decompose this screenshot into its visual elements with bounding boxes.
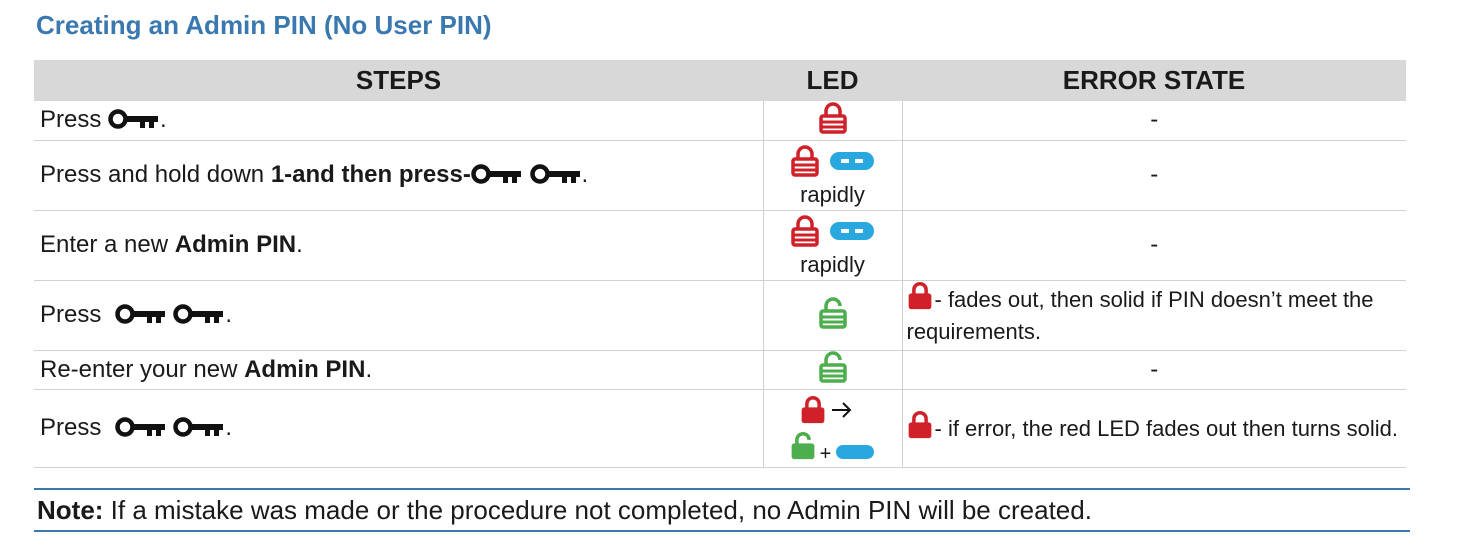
table-row: Press . - fades out, then solid if PIN d… (34, 280, 1406, 351)
step-text-end: . (225, 301, 233, 328)
step-text-bold: Admin PIN (244, 355, 366, 383)
red-lock-icon (800, 396, 826, 424)
step-text-end: . (225, 414, 233, 441)
note-text: If a mistake was made or the procedure n… (103, 495, 1092, 525)
key-icon (530, 162, 582, 186)
table-row: Press and hold down 1-and then press- . … (34, 140, 1406, 211)
note-label: Note: (37, 495, 104, 525)
led-cell (762, 101, 902, 141)
step-cell: Press . (34, 101, 763, 141)
step-cell: Re-enter your new Admin PIN. (34, 350, 763, 390)
red-lock-icon (907, 411, 933, 439)
step-cell: Press and hold down 1-and then press- . (34, 140, 763, 211)
step-text: Re-enter your new (40, 355, 245, 383)
steps-table: STEPS LED ERROR STATE Press . - Press an… (34, 60, 1406, 468)
step-text: Enter a new (40, 231, 175, 258)
table-row: Press . - (34, 101, 1406, 141)
green-lock-icon (819, 351, 847, 383)
step-cell: Press . (34, 389, 763, 468)
led-cell (762, 350, 902, 390)
red-lock-icon (907, 282, 933, 310)
error-cell: - (901, 210, 1406, 281)
step-text-end: . (365, 355, 373, 383)
led-cell (762, 280, 902, 351)
table-row: Press . + (34, 389, 1406, 468)
key-icon (115, 415, 167, 439)
green-lock-icon (819, 297, 847, 329)
error-text: - if error, the red LED fades out then t… (934, 416, 1398, 441)
blue-led-icon (835, 444, 875, 460)
led-cell: + (762, 389, 902, 468)
error-cell: - fades out, then solid if PIN doesn’t m… (901, 280, 1406, 351)
plus-sign: + (819, 442, 832, 465)
header-steps: STEPS (34, 60, 763, 101)
error-cell: - (901, 140, 1406, 211)
led-caption: rapidly (800, 251, 865, 277)
error-cell: - (901, 101, 1406, 141)
error-cell: - if error, the red LED fades out then t… (901, 389, 1406, 468)
key-icon (173, 302, 225, 326)
step-text-end: . (160, 106, 167, 134)
step-text-bold: Admin PIN (174, 231, 297, 258)
note-box: Note: If a mistake was made or the proce… (34, 488, 1410, 532)
led-caption: rapidly (800, 181, 865, 207)
header-led: LED (763, 60, 902, 101)
blue-led-icon (829, 151, 875, 171)
step-text-end: . (296, 231, 303, 258)
table-header-row: STEPS LED ERROR STATE (34, 60, 1406, 101)
red-lock-icon (791, 145, 819, 177)
page-title: Creating an Admin PIN (No User PIN) (36, 10, 492, 40)
key-icon (108, 107, 160, 131)
blue-led-icon (829, 221, 875, 241)
error-cell: - (901, 350, 1406, 390)
step-text: Press (40, 106, 109, 134)
table-row: Re-enter your new Admin PIN. - (34, 350, 1406, 390)
step-text: Press (40, 301, 115, 328)
step-cell: Press . (34, 280, 763, 351)
step-text: Press (40, 414, 115, 441)
table-row: Enter a new Admin PIN. rapidly - (34, 210, 1406, 281)
header-error-state: ERROR STATE (902, 60, 1406, 101)
key-icon (173, 415, 225, 439)
arrow-right-icon (831, 401, 852, 418)
error-text: - fades out, then solid if PIN doesn’t m… (906, 287, 1374, 344)
red-lock-icon (819, 102, 847, 134)
step-cell: Enter a new Admin PIN. (34, 210, 763, 281)
led-cell: rapidly (762, 140, 902, 211)
step-text-bold: 1-and then press- (270, 161, 471, 188)
key-icon (115, 302, 167, 326)
step-text-end: . (581, 161, 589, 188)
red-lock-icon (791, 215, 819, 247)
key-icon (471, 162, 523, 186)
led-cell: rapidly (762, 210, 902, 281)
step-text: Press and hold down (40, 161, 271, 188)
green-lock-icon (790, 432, 816, 460)
